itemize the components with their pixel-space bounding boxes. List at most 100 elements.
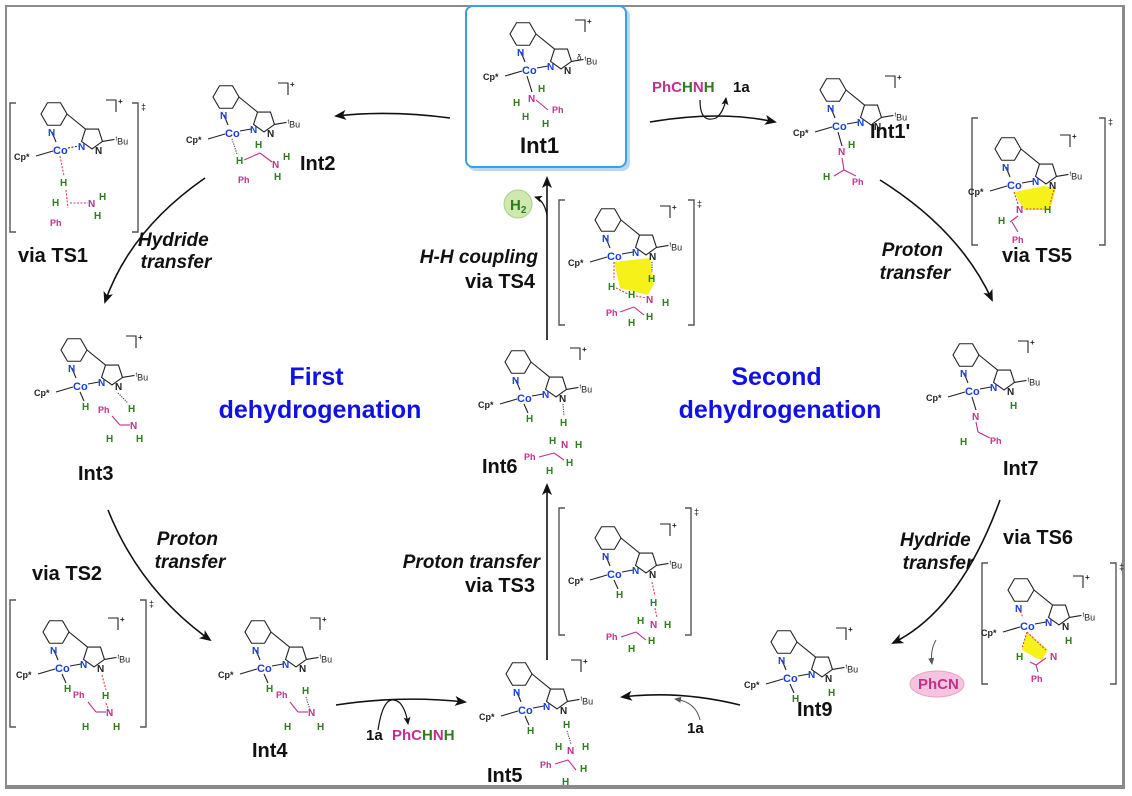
- ts5-bracket-left: [971, 117, 978, 246]
- charge-plus: +: [322, 615, 327, 624]
- co-center: Co: [832, 121, 847, 133]
- n2-pyrazole: N: [1062, 622, 1069, 633]
- int4-label: Int4: [252, 740, 288, 762]
- phenyl: Ph: [852, 177, 864, 187]
- charge-plus: +: [672, 203, 677, 212]
- ch: H: [255, 140, 262, 151]
- h-h: H: [628, 290, 635, 301]
- phenyl: Ph: [50, 218, 62, 228]
- n1-pyrazole: N: [632, 248, 639, 259]
- tert-butyl: tBu: [1069, 171, 1082, 181]
- pyrazole-nh: H: [1010, 401, 1017, 412]
- nh: H: [848, 140, 855, 151]
- ts4-bracket-right: [688, 199, 695, 326]
- co-center: Co: [73, 381, 88, 393]
- n1-pyrazole: N: [80, 660, 87, 671]
- cp-star: Cp*: [926, 393, 942, 403]
- phase-first: First dehydrogenation: [219, 363, 422, 424]
- phenyl: Ph: [1031, 674, 1043, 684]
- n-pyridine: N: [68, 364, 75, 375]
- tert-butyl: tBu: [117, 654, 130, 664]
- n1-pyrazole: N: [632, 566, 639, 577]
- n-pyridine: N: [220, 111, 227, 122]
- nh: H: [283, 152, 290, 163]
- pyridine-ring: [212, 85, 240, 109]
- n1-pyrazole: N: [78, 142, 85, 153]
- ts1-bracket-right: [132, 102, 139, 233]
- pyrazole-ring: [810, 656, 834, 678]
- imine-n: N: [972, 412, 979, 423]
- tert-butyl: tBu: [115, 136, 128, 146]
- imine-n: N: [308, 708, 315, 719]
- ch: H: [960, 437, 967, 448]
- nh: H: [664, 620, 671, 631]
- n1-pyrazole: N: [857, 118, 864, 129]
- tert-butyl: tBu: [584, 56, 597, 66]
- cp-star: Cp*: [479, 712, 495, 722]
- n2-pyrazole: N: [95, 146, 102, 157]
- int1-structure-bonds: [504, 19, 586, 111]
- nh: H: [575, 440, 582, 451]
- pyrazole-nh: H: [828, 688, 835, 699]
- arrow-int4-to-int5: [335, 695, 467, 706]
- int1p-label: Int1': [870, 121, 910, 143]
- reagent-imine-bottom: PhCHNH: [392, 727, 455, 744]
- n1-pyrazole: N: [808, 670, 815, 681]
- int5-structure-bonds: [500, 659, 582, 771]
- charge-plus: +: [138, 333, 143, 342]
- arrow-int1-to-int2: [334, 109, 451, 120]
- n2-pyrazole: N: [559, 394, 566, 405]
- ch: H: [628, 644, 635, 655]
- int9-label: Int9: [797, 699, 833, 721]
- tert-butyl: tBu: [1082, 612, 1095, 622]
- pyrazole-ring: [252, 111, 276, 133]
- int1-label: Int1: [520, 133, 559, 158]
- int4-structure-bonds: [239, 617, 321, 713]
- step-hh-coupling: H-H coupling: [420, 247, 539, 268]
- int7-label: Int7: [1003, 458, 1039, 480]
- nh-pyrazole: H: [563, 720, 570, 731]
- pyridine-ring: [504, 350, 532, 374]
- pyridine-ring: [509, 22, 537, 46]
- pyrazole-ring: [634, 552, 658, 574]
- ch: H: [566, 458, 573, 469]
- ts-brackets: [9, 102, 1117, 728]
- int6-structure-bonds: [499, 347, 581, 461]
- charge-plus: +: [582, 345, 587, 354]
- charge-plus: +: [120, 615, 125, 624]
- arrow-reagent-in-int1: [699, 97, 729, 120]
- imine-n: N: [106, 708, 113, 719]
- ch: H: [284, 722, 291, 733]
- svg-text:‡: ‡: [1108, 117, 1113, 127]
- phenyl: Ph: [606, 632, 618, 642]
- arrow-reagent-int4-int5: [377, 699, 411, 731]
- pyrazole-ring: [544, 376, 568, 398]
- n1-pyrazole: N: [547, 62, 554, 73]
- n1-pyrazole: N: [98, 378, 105, 389]
- n-pyridine: N: [252, 646, 259, 657]
- ts5-structure-bonds: [989, 134, 1071, 233]
- charge-plus: +: [1085, 573, 1090, 582]
- tert-butyl: tBu: [580, 696, 593, 706]
- n-pyridine: N: [827, 104, 834, 115]
- ch: H: [546, 466, 553, 477]
- nh: H: [94, 211, 101, 222]
- delta-charge: δ: [577, 53, 582, 62]
- charge-plus: +: [848, 625, 853, 634]
- ts2-bracket-right: [140, 599, 147, 728]
- arrow-int9-to-int5: [620, 690, 741, 706]
- ts6-bracket-right: [1110, 562, 1117, 685]
- pyrazole-ring: [859, 104, 883, 126]
- tert-butyl: tBu: [845, 664, 858, 674]
- arrow-int2-to-int3: [103, 177, 206, 304]
- transferring-h: H: [102, 691, 109, 702]
- ch: H: [562, 777, 569, 788]
- ts4-bracket-left: [558, 199, 565, 326]
- pyrazole-ring: [100, 364, 124, 386]
- pyrazole-ring: [284, 646, 308, 668]
- ch: H: [82, 722, 89, 733]
- charge-plus: +: [1072, 132, 1077, 141]
- nh: H: [538, 84, 545, 95]
